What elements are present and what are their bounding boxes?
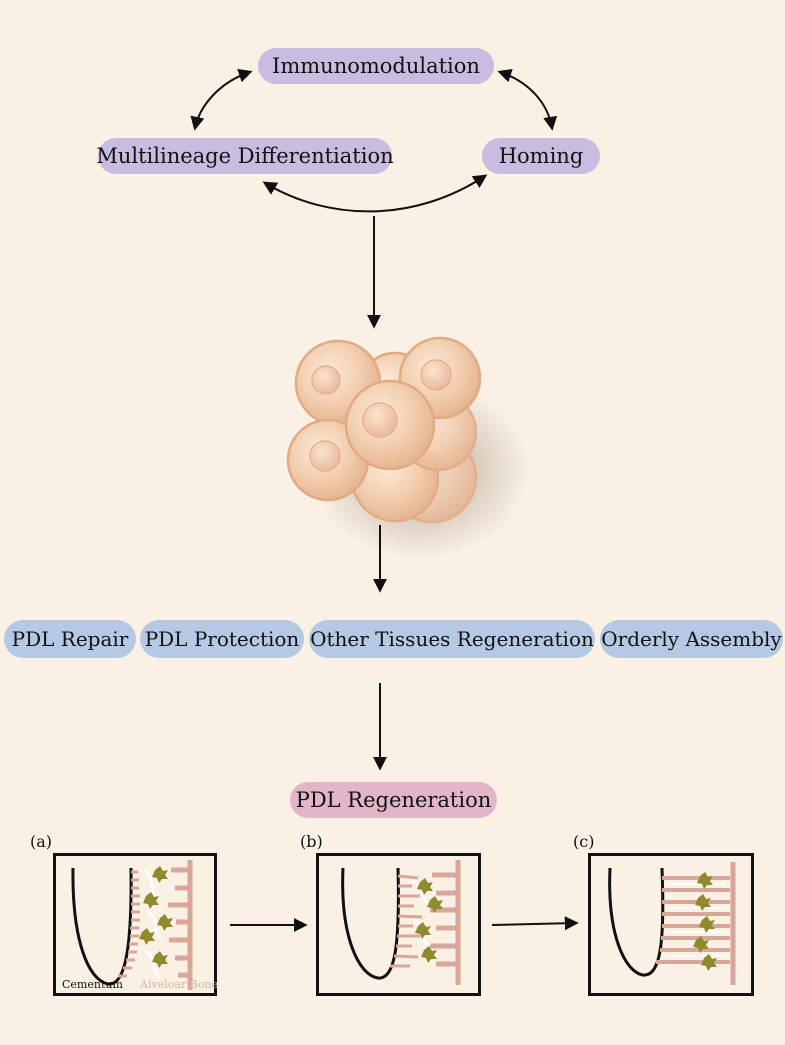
panel-a-frame (53, 853, 217, 996)
arrow-immuno-multilineage (190, 68, 253, 131)
panel-c-drawing (608, 862, 736, 985)
cementum-curve-icon (71, 867, 133, 986)
cementum-curve-icon (341, 867, 400, 980)
pdl-regeneration-label: PDL Regeneration (295, 788, 492, 812)
pdl-fiber-icon (390, 874, 423, 968)
homing-pill: Homing (482, 138, 600, 174)
fibroblast-icon (415, 878, 443, 963)
homing-label: Homing (498, 144, 584, 168)
pdl-protection-label: PDL Protection (144, 627, 300, 651)
multilineage-differentiation-pill: Multilineage Differentiation (96, 138, 394, 174)
panel-b-frame (316, 853, 481, 996)
panel-b-label: (b) (300, 832, 323, 851)
orderly-assembly-pill: Orderly Assembly (600, 620, 783, 658)
cementum-caption: Cementum (62, 978, 123, 991)
panel-c-label: (c) (573, 832, 595, 851)
alveolar-bone-caption: Alveloar Bone (140, 978, 218, 991)
panel-b-drawing (341, 860, 461, 985)
arrow-immuno-homing (497, 68, 558, 131)
pdl-repair-label: PDL Repair (11, 627, 129, 651)
pdl-protection-pill: PDL Protection (140, 620, 304, 658)
other-tissues-label: Other Tissues Regeneration (310, 627, 594, 651)
fibroblast-icon (693, 872, 717, 971)
pdl-fiber-icon (656, 876, 730, 964)
immunomodulation-pill: Immunomodulation (258, 48, 494, 84)
multilineage-label: Multilineage Differentiation (96, 144, 394, 168)
orderly-assembly-label: Orderly Assembly (601, 627, 782, 651)
pdl-repair-pill: PDL Repair (4, 620, 136, 658)
panel-c-frame (588, 853, 754, 996)
pdl-regeneration-pill: PDL Regeneration (290, 782, 497, 818)
panel-a-label: (a) (30, 832, 53, 851)
immunomodulation-label: Immunomodulation (272, 54, 480, 78)
arrow-multilineage-homing (262, 174, 488, 213)
arrow-panel-b-c (491, 916, 579, 931)
panel-a-drawing (71, 860, 193, 990)
other-tissues-regeneration-pill: Other Tissues Regeneration (309, 620, 595, 658)
fibroblast-icon (139, 866, 173, 968)
pdl-fiber-icon (118, 870, 140, 978)
bone-trabecula-icon (168, 860, 193, 990)
cell-cluster-icon (286, 336, 530, 560)
